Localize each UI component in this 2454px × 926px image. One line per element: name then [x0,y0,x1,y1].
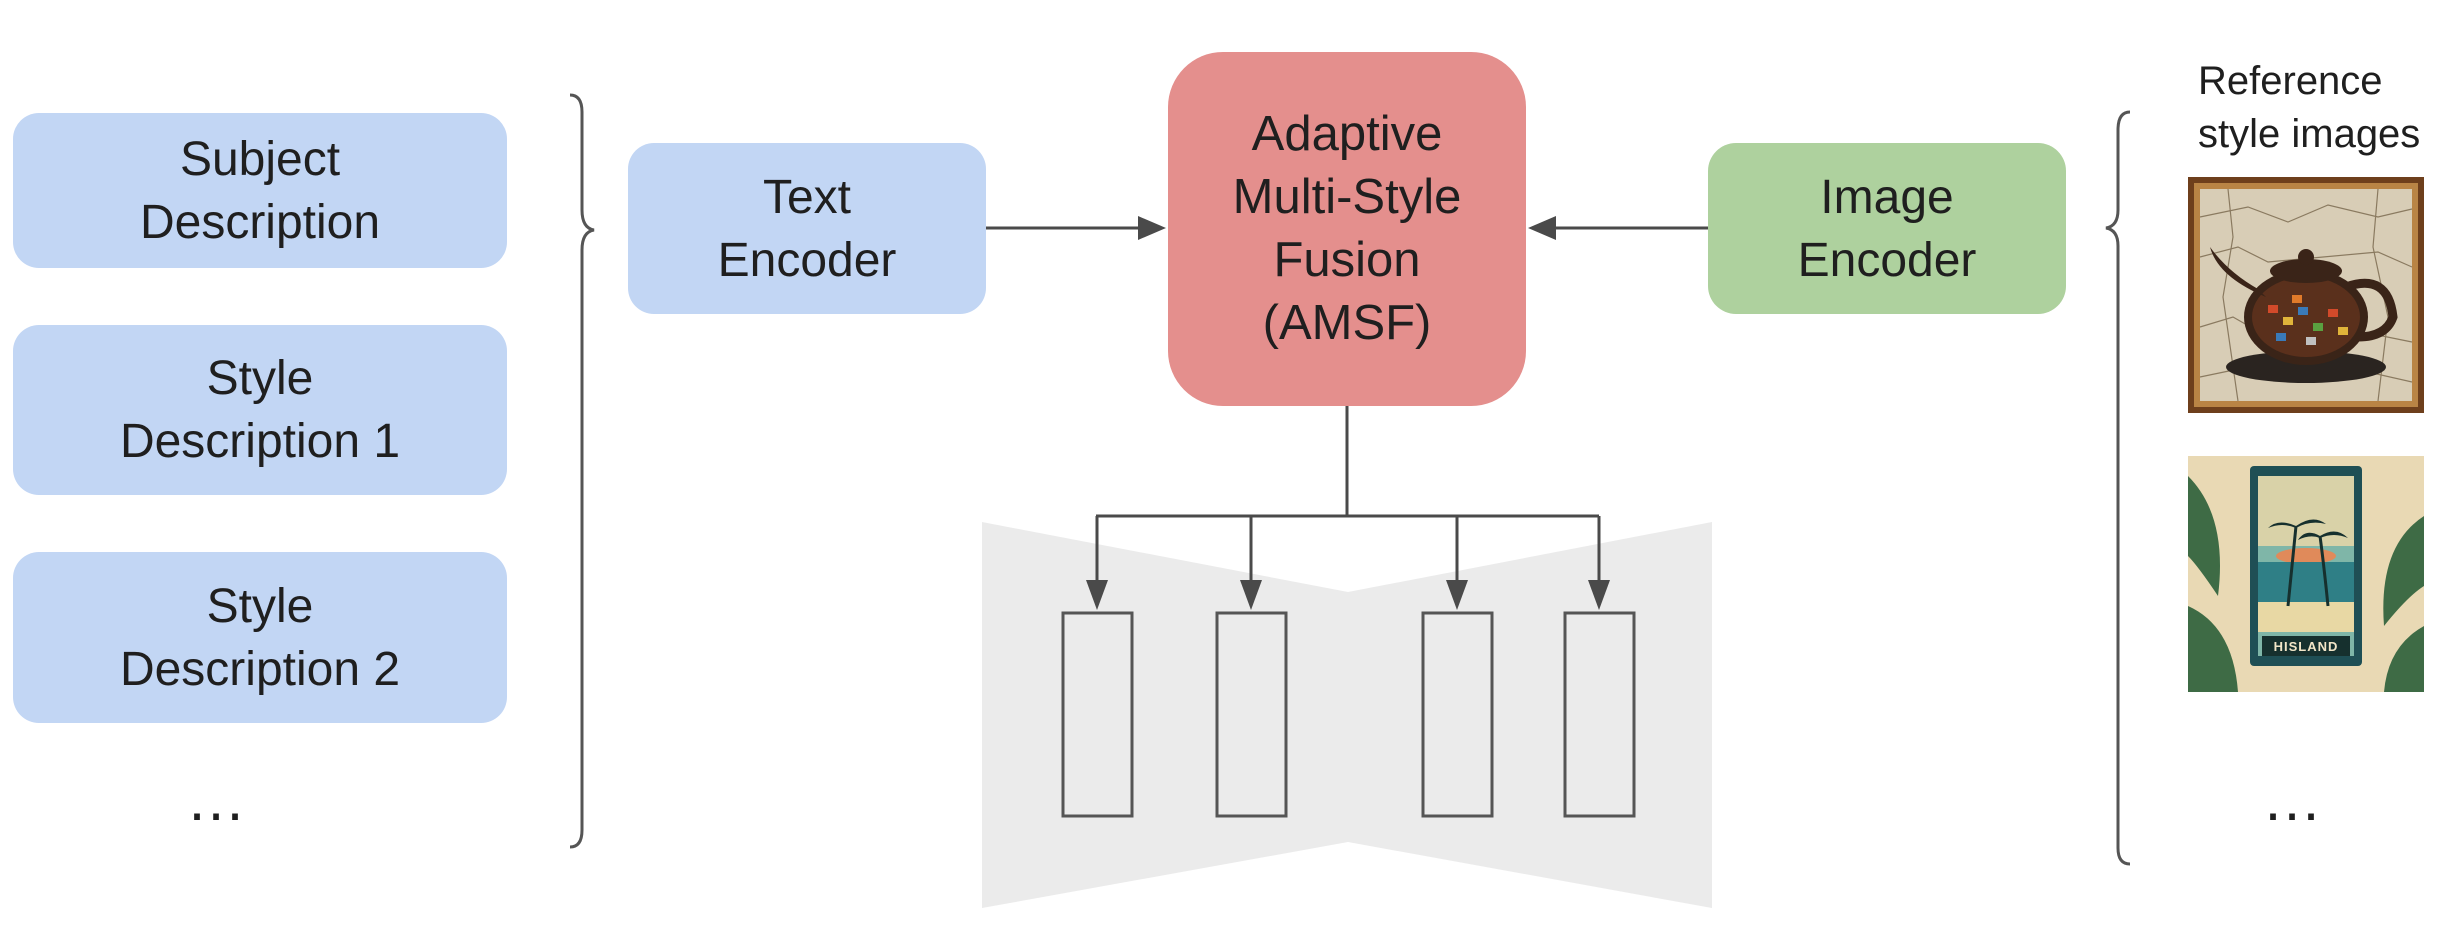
unet-layer-4 [1563,611,1636,818]
left-ellipsis: … [186,766,254,833]
arrow-head-2 [1240,580,1262,610]
amsf-box: Adaptive Multi-Style Fusion (AMSF) [1168,52,1526,406]
amsf-label: Adaptive Multi-Style Fusion (AMSF) [1232,107,1462,350]
unet-shape [982,522,1712,908]
right-ellipsis: … [2262,766,2330,833]
image-encoder-box: Image Encoder [1708,143,2066,314]
tropical-poster-image: HISLAND [2188,456,2424,692]
arrow-head-3 [1446,580,1468,610]
subject-description-box: Subject Description [13,113,507,268]
mosaic-teapot-image [2188,177,2424,413]
style-description-2-box: Style Description 2 [13,552,507,723]
left-brace [569,93,595,849]
arrow-head-4 [1588,580,1610,610]
style-description-1-box: Style Description 1 [13,325,507,495]
arrow-head-1 [1086,580,1108,610]
text-encoder-label: Text Encoder [717,170,897,287]
unet-layer-2 [1215,611,1288,818]
poster-caption: HISLAND [2274,639,2339,654]
image-encoder-label: Image Encoder [1797,170,1977,287]
unet-layer-3 [1421,611,1494,818]
subject-description-label: Subject Description [139,132,381,249]
style-description-1-label: Style Description 1 [119,352,401,468]
reference-style-images-label: Reference style images [2198,59,2421,156]
text-encoder-box: Text Encoder [628,143,986,314]
unet-layer-1 [1061,611,1134,818]
style-description-2-label: Style Description 2 [119,579,401,696]
right-brace [2105,110,2131,866]
